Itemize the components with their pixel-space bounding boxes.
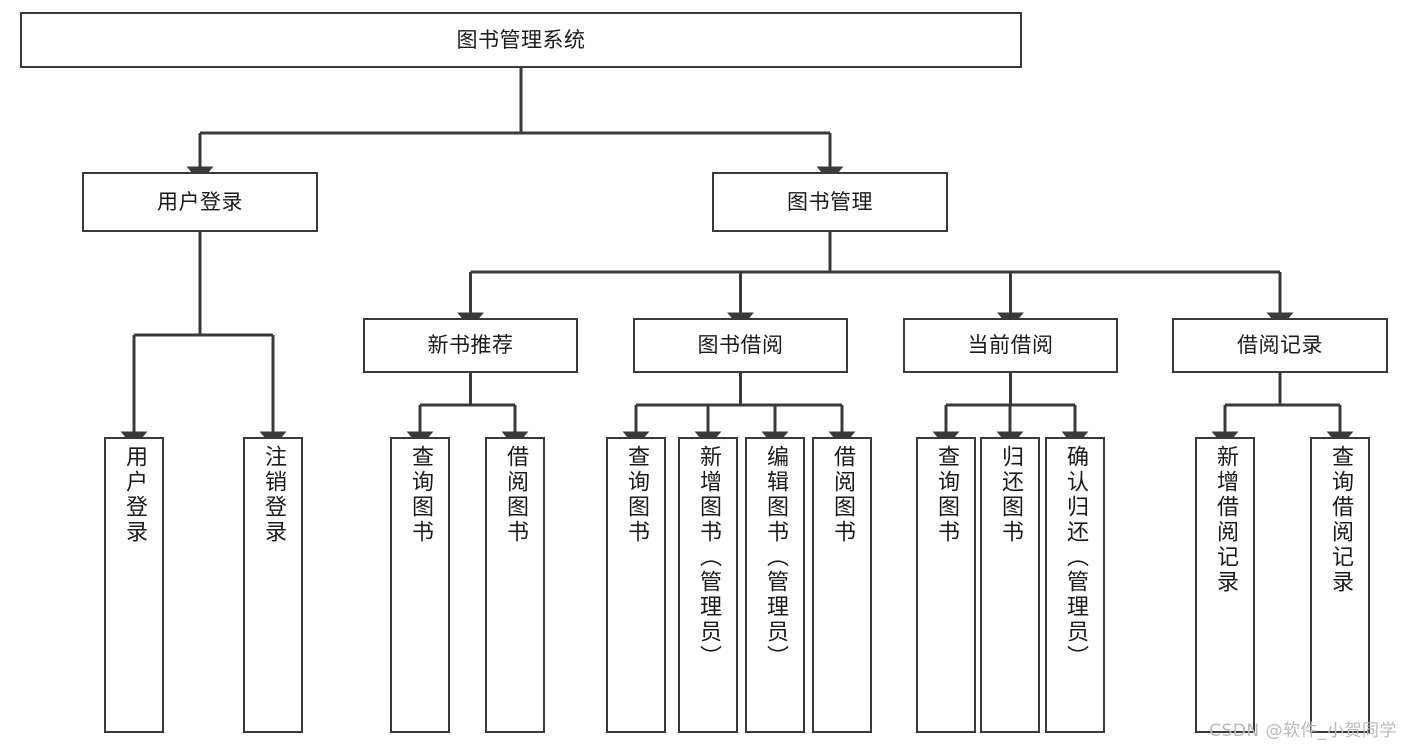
node-leaf-query-book-3[interactable]: 查询图书: [916, 437, 976, 733]
node-label-leaf-user-logout: 注销登录: [261, 445, 286, 545]
node-label-leaf-add-borrow-record: 新增借阅记录: [1213, 445, 1238, 595]
node-label-leaf-return-book: 归还图书: [998, 445, 1023, 545]
node-borrow-record[interactable]: 借阅记录: [1172, 318, 1388, 373]
node-label-leaf-edit-book-admin: 编辑图书（管理员）: [763, 445, 788, 670]
node-label-leaf-query-book-3: 查询图书: [934, 445, 959, 545]
node-label-book-manage: 图书管理: [787, 189, 873, 214]
node-current-borrow[interactable]: 当前借阅: [903, 318, 1118, 373]
node-leaf-edit-book-admin[interactable]: 编辑图书（管理员）: [745, 437, 805, 733]
node-book-borrow[interactable]: 图书借阅: [633, 318, 848, 373]
node-user-login[interactable]: 用户登录: [82, 172, 318, 232]
node-new-book-recommend[interactable]: 新书推荐: [363, 318, 578, 373]
node-leaf-add-borrow-record[interactable]: 新增借阅记录: [1195, 437, 1255, 733]
node-leaf-query-book-1[interactable]: 查询图书: [390, 437, 450, 733]
node-label-leaf-query-book-2: 查询图书: [624, 445, 649, 545]
node-leaf-user-logout[interactable]: 注销登录: [243, 437, 303, 733]
node-leaf-add-book-admin[interactable]: 新增图书（管理员）: [678, 437, 738, 733]
node-label-borrow-record: 借阅记录: [1237, 333, 1323, 358]
node-book-manage[interactable]: 图书管理: [712, 172, 948, 232]
node-leaf-user-login[interactable]: 用户登录: [104, 437, 164, 733]
node-label-leaf-query-borrow-record: 查询借阅记录: [1328, 445, 1353, 595]
node-label-user-login: 用户登录: [157, 189, 243, 214]
node-label-leaf-user-login: 用户登录: [122, 445, 147, 545]
node-leaf-borrow-book-2[interactable]: 借阅图书: [812, 437, 872, 733]
node-label-leaf-query-book-1: 查询图书: [408, 445, 433, 545]
node-label-leaf-confirm-return-admin: 确认归还（管理员）: [1063, 445, 1088, 670]
node-label-book-borrow: 图书借阅: [697, 333, 784, 358]
node-label-root: 图书管理系统: [456, 27, 586, 52]
node-leaf-borrow-book-1[interactable]: 借阅图书: [485, 437, 545, 733]
node-leaf-query-book-2[interactable]: 查询图书: [606, 437, 666, 733]
node-leaf-confirm-return-admin[interactable]: 确认归还（管理员）: [1045, 437, 1105, 733]
node-root[interactable]: 图书管理系统: [20, 12, 1022, 68]
node-leaf-query-borrow-record[interactable]: 查询借阅记录: [1310, 437, 1370, 733]
node-label-leaf-add-book-admin: 新增图书（管理员）: [696, 445, 721, 670]
node-label-new-book-recommend: 新书推荐: [427, 333, 514, 358]
node-leaf-return-book[interactable]: 归还图书: [980, 437, 1040, 733]
node-label-leaf-borrow-book-2: 借阅图书: [830, 445, 855, 545]
node-label-leaf-borrow-book-1: 借阅图书: [503, 445, 528, 545]
node-label-current-borrow: 当前借阅: [967, 333, 1054, 358]
